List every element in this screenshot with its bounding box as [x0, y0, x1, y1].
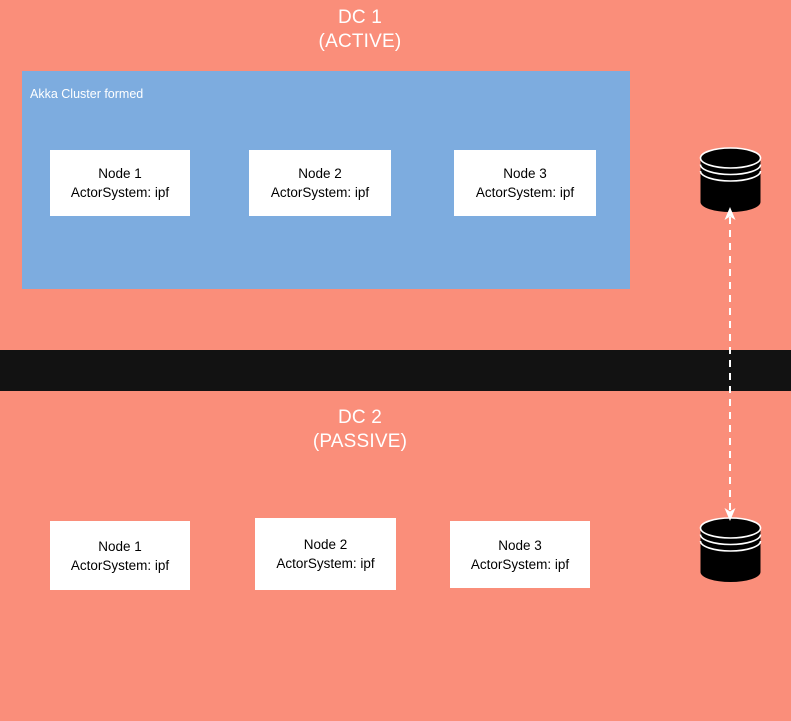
node-name: Node 2 [298, 166, 342, 181]
dc2-title-line-2: (PASSIVE) [312, 431, 408, 452]
dc2-title: DC 2 (PASSIVE) [200, 406, 520, 454]
arrowhead-down-icon [724, 508, 736, 521]
node-actorsystem: ActorSystem: ipf [270, 185, 370, 200]
dc1-title-line-1: DC 1 [337, 7, 383, 28]
akka-cluster-label: Akka Cluster formed [30, 87, 144, 101]
dc2-node-box-3[interactable]: Node 3 ActorSystem: ipf [450, 521, 590, 588]
dc2-node-box-2[interactable]: Node 2 ActorSystem: ipf [255, 518, 396, 590]
datacenter-divider [0, 350, 791, 391]
dc2-database-cylinder-icon[interactable] [699, 517, 762, 583]
node-actorsystem: ActorSystem: ipf [470, 556, 570, 572]
database-replication-connector [724, 207, 736, 521]
node-actorsystem: ActorSystem: ipf [475, 185, 575, 200]
node-actorsystem: ActorSystem: ipf [70, 185, 170, 200]
dc1-node-box-2[interactable]: Node 2 ActorSystem: ipf [249, 150, 391, 216]
node-actorsystem: ActorSystem: ipf [276, 556, 375, 571]
node-name: Node 3 [503, 166, 547, 181]
node-name: Node 1 [98, 538, 142, 554]
dc1-node-box-3[interactable]: Node 3 ActorSystem: ipf [454, 150, 596, 216]
dc1-title: DC 1 (ACTIVE) [200, 6, 520, 54]
dc2-title-line-1: DC 2 [337, 407, 383, 428]
dc1-database-cylinder-icon[interactable] [699, 147, 762, 213]
dc1-title-line-2: (ACTIVE) [318, 31, 402, 52]
dc1-node-box-1[interactable]: Node 1 ActorSystem: ipf [50, 150, 190, 216]
node-name: Node 1 [98, 166, 142, 181]
node-name: Node 3 [498, 537, 542, 553]
arrowhead-up-icon [724, 207, 736, 220]
node-actorsystem: ActorSystem: ipf [70, 557, 170, 573]
node-name: Node 2 [303, 537, 348, 552]
dc2-node-box-1[interactable]: Node 1 ActorSystem: ipf [50, 521, 190, 590]
